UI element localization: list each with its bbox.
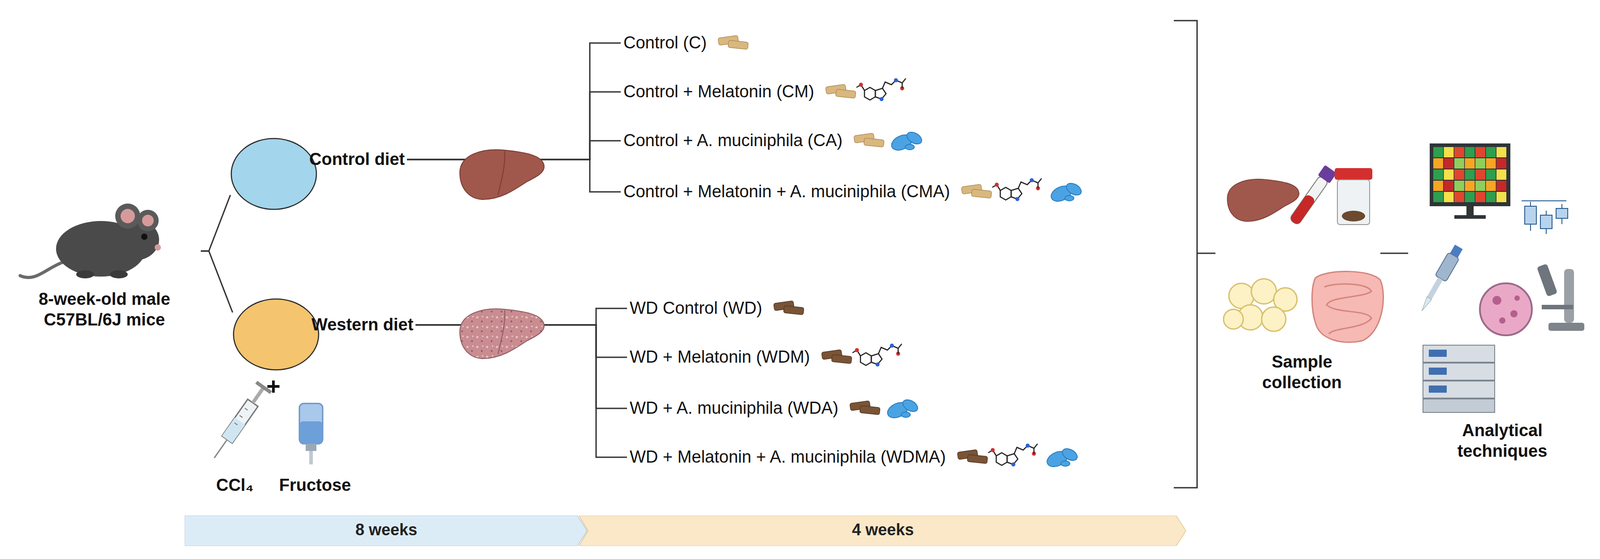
melatonin-molecule-icon: [856, 78, 906, 102]
node-text: WD Control (WD): [629, 298, 763, 319]
diet-pellet-icon: [961, 184, 992, 199]
sample-node: Sample collection: [1223, 170, 1381, 396]
node-text: Control (C): [623, 32, 707, 54]
diet-pellet-icon: [825, 84, 857, 99]
akkermansia-icon: [1044, 445, 1080, 470]
adipose-icon: [1223, 278, 1298, 332]
diet-pellet-icon: [849, 400, 881, 415]
feces-jar-icon: [1334, 168, 1373, 225]
diet-pellet-icon: [957, 449, 988, 464]
mouse-figure: [20, 203, 161, 279]
node-text: WD + Melatonin (WDM): [629, 346, 810, 368]
diet-circle: [230, 137, 318, 211]
pipette-icon: [1416, 243, 1465, 315]
blood-tube-icon: [1287, 164, 1337, 227]
diet-pellet-icon: [717, 35, 749, 50]
liver-control: [459, 149, 545, 200]
group-label: Control + Melatonin + A. muciniphila (CM…: [623, 180, 952, 204]
diet-pellet-icon: [853, 133, 885, 148]
node-text: WD + Melatonin + A. muciniphila (WDMA): [629, 446, 946, 468]
diet-circle: [232, 298, 320, 371]
diet-node: Control diet: [230, 137, 407, 210]
node-text: 8 weeks: [184, 519, 589, 540]
fructose-bottle-icon: [299, 403, 323, 465]
melatonin-molecule-icon: [852, 343, 902, 367]
node-text: Control + Melatonin + A. muciniphila (CM…: [623, 181, 951, 203]
node-text: WD + A. muciniphila (WDA): [629, 397, 839, 419]
plus-sign: +: [266, 371, 281, 400]
timeline-band: 8 weeks: [184, 515, 589, 546]
connector-line: [1380, 252, 1409, 255]
akkermansia-icon: [889, 129, 924, 153]
node-text: Western diet: [311, 314, 414, 336]
hplc-instrument-icon: [1422, 345, 1495, 413]
akkermansia-icon: [1048, 180, 1084, 204]
group-label: Control (C): [623, 31, 709, 55]
node-text: Analytical techniques: [1435, 420, 1570, 462]
node-text: 8-week-old male C57BL/6J mice: [8, 289, 201, 330]
boxplot-icon: [1521, 200, 1568, 234]
diet-pellet-icon: [773, 300, 805, 315]
liver-sample: [1227, 179, 1300, 222]
microscope-icon: [1479, 263, 1585, 336]
subject-node: 8-week-old male C57BL/6J mice: [8, 201, 201, 337]
analysis-node: Analytical techniques: [1408, 165, 1597, 471]
bracket: [1173, 20, 1216, 488]
group-label: WD Control (WD): [629, 297, 765, 320]
group-label: Control + Melatonin (CM): [623, 80, 817, 104]
timeline-band: 4 weeks: [579, 515, 1187, 546]
liver-western: [459, 308, 545, 359]
node-text: Control + Melatonin (CM): [623, 81, 815, 103]
syringe-icon: [207, 380, 273, 463]
node-text: 4 weeks: [579, 519, 1187, 540]
diet-node: Western diet: [232, 298, 416, 370]
connector-line: [406, 43, 621, 160]
monitor-heatmap-icon: [1429, 143, 1511, 219]
connector-line: [200, 194, 231, 251]
connector-line: [406, 91, 621, 160]
melatonin-molecule-icon: [988, 443, 1038, 467]
connector-line: [200, 250, 233, 313]
akkermansia-icon: [885, 397, 920, 421]
treatment-label: Fructose: [279, 475, 351, 495]
node-text: Sample collection: [1245, 351, 1358, 393]
diet-pellet-icon: [821, 349, 852, 364]
group-label: WD + Melatonin (WDM): [629, 345, 813, 369]
node-text: Control + A. muciniphila (CA): [623, 130, 843, 152]
group-label: WD + Melatonin + A. muciniphila (WDMA): [629, 445, 948, 469]
intestine-icon: [1312, 271, 1384, 343]
group-label: WD + A. muciniphila (WDA): [629, 397, 841, 420]
group-label: Control + A. muciniphila (CA): [623, 129, 845, 152]
treatment-label: CCl₄: [216, 475, 254, 495]
melatonin-molecule-icon: [992, 178, 1042, 202]
node-text: Control diet: [309, 149, 405, 170]
